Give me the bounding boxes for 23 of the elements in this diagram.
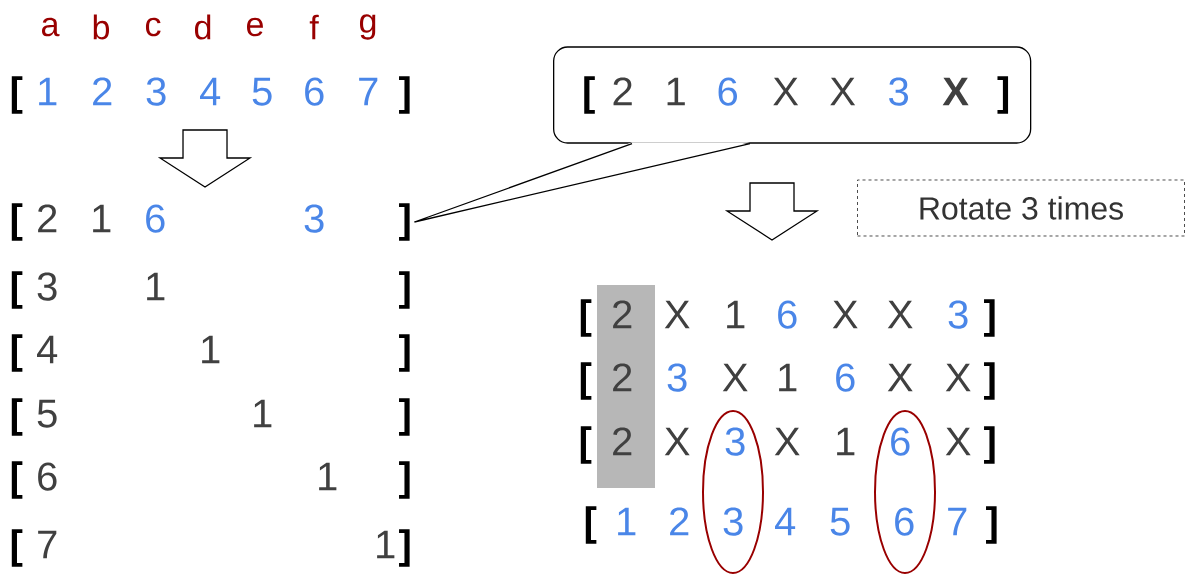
column-letter: c — [145, 17, 161, 37]
matrix-row: [ 2 X 3 X 1 6 X ] — [580, 426, 995, 464]
column-letter: a — [42, 17, 60, 37]
matrix-row: [ 7 1] — [11, 529, 410, 567]
block-arrow — [724, 182, 820, 241]
note-box: Rotate 3 times — [857, 179, 1185, 237]
matrix-row: [ 2 1 6 3 ] — [11, 203, 410, 241]
matrix-row: [ 1 2 3 4 5 6 7 ] — [585, 506, 997, 544]
matrix-row: [ 4 1 ] — [11, 334, 410, 372]
matrix-row: [ 1 2 3 4 5 6 7 ] — [11, 76, 410, 114]
matrix-row: [ 2 X 1 6 X X 3 ] — [580, 299, 995, 337]
block-arrow — [157, 129, 253, 188]
speech-bubble: [ 2 1 6 X X 3 X ] — [553, 46, 1032, 144]
column-letter: b — [93, 14, 110, 40]
column-letter: f — [309, 14, 319, 40]
callout-tail — [413, 142, 751, 223]
column-letter: g — [360, 14, 376, 40]
matrix-row: [ 6 1 ] — [11, 461, 410, 499]
matrix-row: [ 3 1 ] — [11, 271, 410, 309]
matrix-row: [ 2 3 X 1 6 X X ] — [580, 362, 995, 400]
column-letter: d — [195, 14, 211, 40]
column-letter: e — [247, 17, 263, 37]
matrix-row: [ 5 1 ] — [11, 398, 410, 436]
